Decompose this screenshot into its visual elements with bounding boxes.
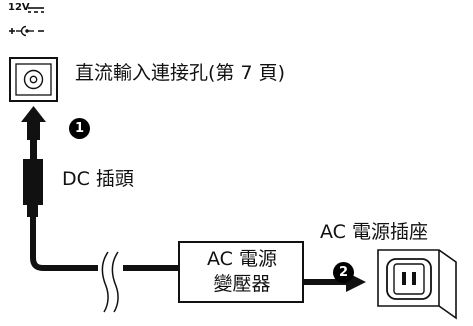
dc-symbol-icon: [28, 7, 44, 13]
step-2-badge: 2: [333, 262, 354, 283]
dc-cable: [30, 216, 179, 271]
up-arrow-icon: [21, 106, 46, 140]
ac-adapter-label: AC 電源 變壓器: [181, 247, 303, 297]
ac-adapter-label-line2: 變壓器: [213, 273, 271, 295]
cable-break-icon: [101, 251, 119, 313]
dc-input-jack-label: 直流輸入連接孔(第 7 頁): [75, 62, 285, 84]
ac-outlet-label: AC 電源插座: [320, 221, 428, 243]
dc-plug-icon: [23, 140, 43, 217]
voltage-label: 12V: [8, 2, 30, 13]
dc-input-jack-icon: [9, 57, 58, 102]
dc-plug-label: DC 插頭: [62, 168, 134, 190]
ac-adapter-label-line1: AC 電源: [207, 248, 277, 270]
step-1-badge: 1: [69, 118, 90, 139]
wall-outlet-icon: [377, 249, 457, 320]
polarity-icon: [9, 25, 44, 37]
ac-adapter-box: [178, 241, 304, 303]
